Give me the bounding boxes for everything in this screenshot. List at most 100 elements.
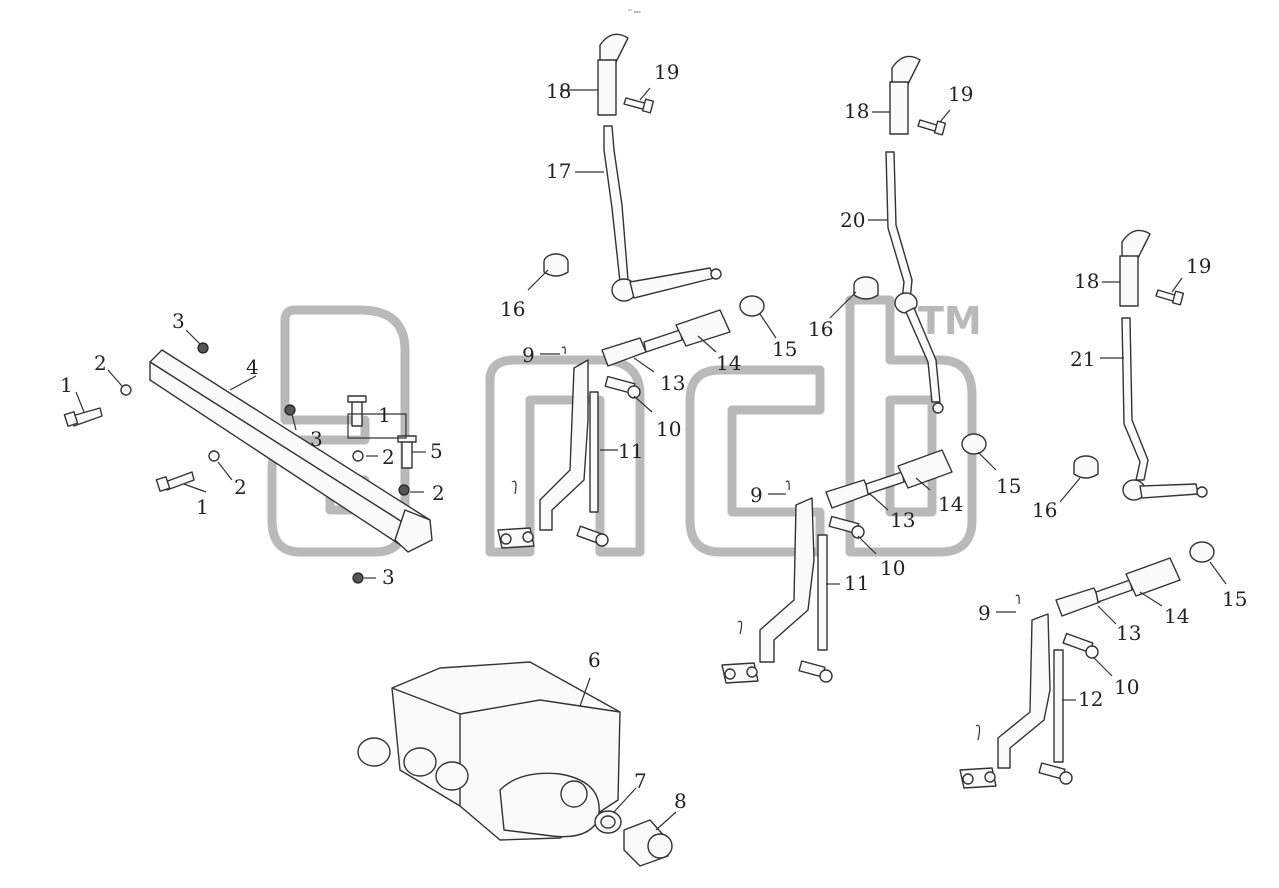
nut xyxy=(197,342,209,354)
leader-lines xyxy=(75,87,1227,831)
callout: 2 xyxy=(234,475,247,499)
bolt xyxy=(397,435,417,469)
pin xyxy=(828,515,865,539)
mounting-rail xyxy=(149,349,433,553)
nut xyxy=(284,404,296,416)
callout: 13 xyxy=(890,508,915,532)
callout: 8 xyxy=(674,789,687,813)
pin xyxy=(604,375,641,399)
linkage-rod xyxy=(825,471,905,509)
linkage-rod xyxy=(1055,579,1133,617)
callout: 1 xyxy=(60,373,73,397)
callout: 3 xyxy=(172,309,185,333)
nut xyxy=(398,484,410,496)
callout-labels: 1 1 1 2 2 2 2 3 3 3 4 5 6 7 8 9 9 9 10 1… xyxy=(60,60,1247,813)
washer xyxy=(208,450,220,462)
callout: 20 xyxy=(840,208,865,232)
callout: 12 xyxy=(1078,687,1103,711)
washer xyxy=(120,384,132,396)
lever-handle xyxy=(597,33,629,116)
callout: 3 xyxy=(310,427,323,451)
screw xyxy=(623,97,655,114)
lever-arm xyxy=(603,125,722,302)
callout: 7 xyxy=(634,769,647,793)
screw xyxy=(1155,289,1185,306)
seal-ring xyxy=(594,810,622,834)
control-lever xyxy=(759,497,828,663)
cotter-pin xyxy=(785,480,790,491)
callout: 18 xyxy=(546,79,571,103)
callout: 9 xyxy=(750,483,763,507)
control-lever xyxy=(997,613,1064,769)
callout: 6 xyxy=(588,648,601,672)
callout: 19 xyxy=(1186,254,1211,278)
pin xyxy=(1038,762,1073,785)
control-lever xyxy=(539,359,599,531)
bolt xyxy=(63,407,103,427)
pin xyxy=(1062,632,1099,659)
callout: 11 xyxy=(618,439,643,463)
sleeve xyxy=(675,295,765,347)
callout: 1 xyxy=(378,403,391,427)
washer xyxy=(352,450,364,462)
callout: 3 xyxy=(382,565,395,589)
callout: 15 xyxy=(772,337,797,361)
watermark-mark: TM xyxy=(918,299,982,343)
callout: 18 xyxy=(844,99,869,123)
header-mark: ᵚ ₐₐₐ xyxy=(628,8,641,15)
cotter-pin xyxy=(511,480,517,495)
callout: 15 xyxy=(996,474,1021,498)
callout: 10 xyxy=(1114,675,1139,699)
callout: 10 xyxy=(880,556,905,580)
bolt xyxy=(155,471,195,492)
chain-link xyxy=(497,527,535,549)
fitting xyxy=(623,819,673,867)
cotter-pin xyxy=(1015,594,1020,605)
cotter-pin xyxy=(561,346,566,355)
lever-handle xyxy=(1119,229,1151,307)
chain-link xyxy=(959,767,997,789)
callout: 2 xyxy=(94,351,107,375)
callout: 14 xyxy=(1164,604,1189,628)
callout: 9 xyxy=(522,343,535,367)
callout: 14 xyxy=(938,492,963,516)
lever-arm xyxy=(1121,317,1208,501)
callout: 16 xyxy=(500,297,525,321)
chain-link xyxy=(721,662,759,684)
callout: 16 xyxy=(1032,498,1057,522)
callout: 14 xyxy=(716,351,741,375)
callout: 1 xyxy=(196,495,209,519)
sleeve xyxy=(897,433,987,489)
callout: 4 xyxy=(246,355,259,379)
callout: 10 xyxy=(656,417,681,441)
lever-handle xyxy=(889,55,921,135)
callout: 21 xyxy=(1070,347,1095,371)
cotter-pin xyxy=(975,724,981,741)
callout: 5 xyxy=(430,439,443,463)
callout: 2 xyxy=(382,445,395,469)
callout: 11 xyxy=(844,571,869,595)
linkage-rod xyxy=(601,329,683,367)
callout: 16 xyxy=(808,317,833,341)
screw xyxy=(917,119,947,136)
bushing xyxy=(543,253,569,277)
callout: 9 xyxy=(978,601,991,625)
nut xyxy=(352,572,364,584)
pin xyxy=(576,525,609,547)
sleeve xyxy=(1125,541,1215,597)
callout: 19 xyxy=(654,60,679,84)
callout: 18 xyxy=(1074,269,1099,293)
bushing xyxy=(1073,455,1099,479)
bolt xyxy=(347,395,367,427)
callout: 13 xyxy=(1116,621,1141,645)
callout: 19 xyxy=(948,82,973,106)
bushing xyxy=(853,276,879,300)
callout: 2 xyxy=(432,481,445,505)
callout: 15 xyxy=(1222,587,1247,611)
lever-arm xyxy=(885,151,944,414)
callout: 17 xyxy=(546,159,571,183)
pin xyxy=(798,660,833,683)
callout: 13 xyxy=(660,371,685,395)
